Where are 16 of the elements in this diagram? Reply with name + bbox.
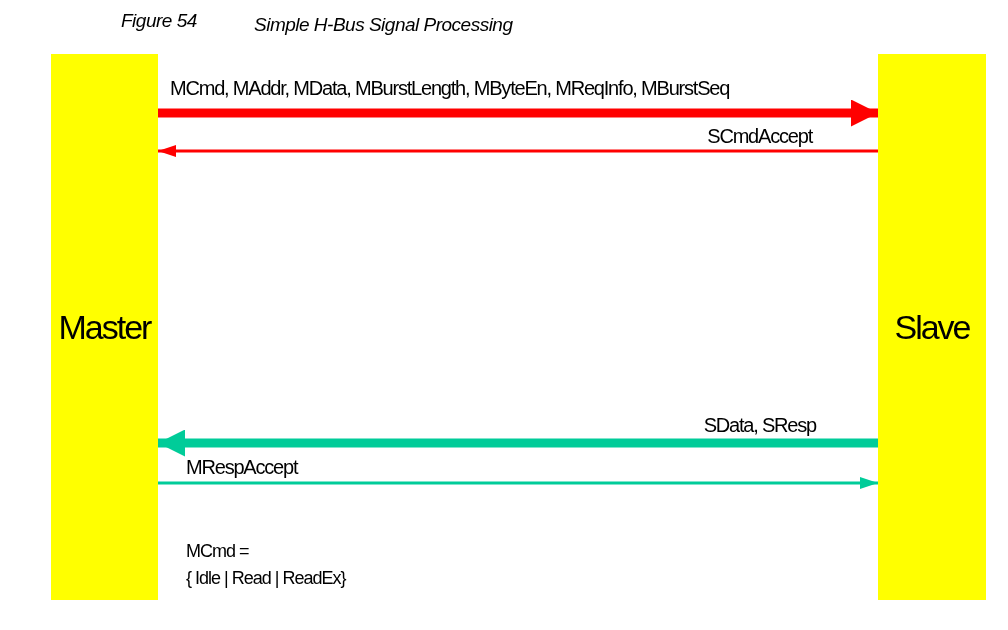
edge-label: SCmdAccept bbox=[707, 126, 812, 146]
module-bar bbox=[51, 54, 158, 600]
signal-arrow bbox=[158, 99, 878, 127]
signal-arrow bbox=[158, 477, 878, 489]
signal-arrow bbox=[158, 145, 878, 157]
module-name: Slave bbox=[894, 306, 970, 348]
module-bar bbox=[878, 54, 986, 600]
edge-label: SData, SResp bbox=[703, 415, 816, 435]
edge-label: MRespAccept bbox=[186, 457, 298, 477]
note-text: MCmd = bbox=[186, 542, 249, 560]
edge-label: MCmd, MAddr, MData, MBurstLength, MByteEn, MReqInfo, MBurstSeq bbox=[170, 78, 730, 98]
note-text: { Idle | Read | ReadEx} bbox=[186, 569, 346, 587]
figure-title: Simple H-Bus Signal Processing bbox=[254, 13, 513, 37]
signal-arrow bbox=[158, 429, 878, 457]
module-name: Master bbox=[58, 306, 151, 348]
figure-number: Figure 54 bbox=[121, 11, 197, 30]
